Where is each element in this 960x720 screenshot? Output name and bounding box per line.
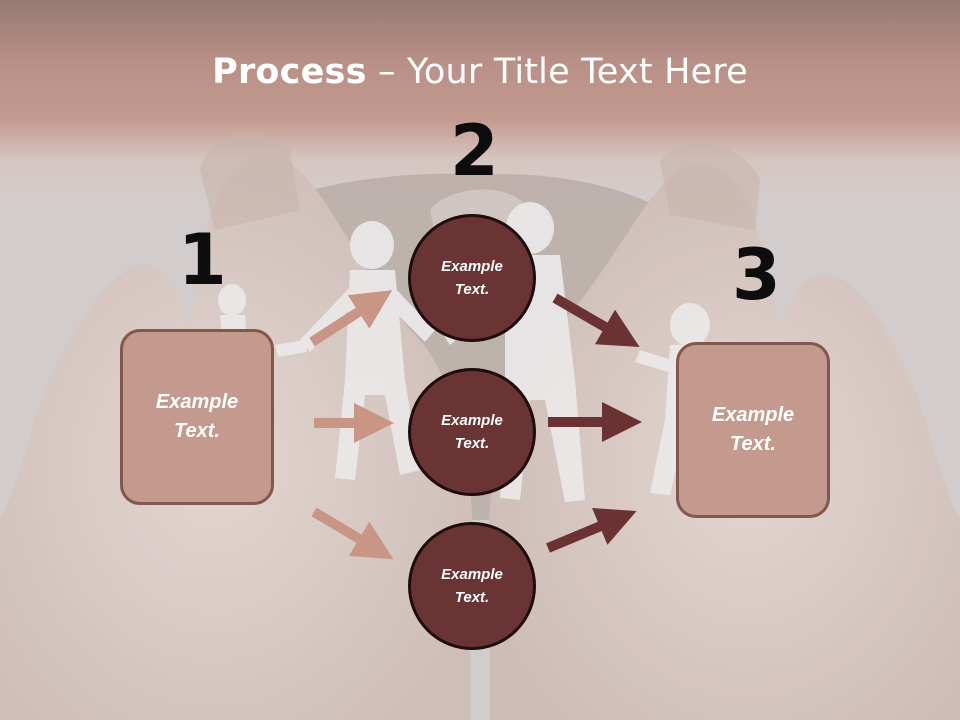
step-number-1: 1 — [178, 219, 227, 301]
circle-middle-text: Example Text. — [441, 412, 503, 452]
circle-bottom: Example Text. — [408, 522, 536, 650]
circle-top: Example Text. — [408, 214, 536, 342]
title-rest: – Your Title Text Here — [366, 52, 748, 92]
title-bold: Process — [212, 52, 367, 92]
circle-bottom-text: Example Text. — [441, 566, 503, 606]
arrow-bottom-to-right — [546, 508, 637, 553]
right-step-box-text: Example Text. — [711, 404, 795, 455]
arrow-left-to-bottom — [311, 507, 394, 560]
left-step-box-text: Example Text. — [155, 391, 239, 442]
circle-middle: Example Text. — [408, 368, 536, 496]
left-step-box: Example Text. — [120, 329, 274, 505]
step-number-2: 2 — [450, 110, 499, 192]
circle-top-text: Example Text. — [441, 258, 503, 298]
arrow-top-to-right — [552, 293, 640, 348]
slide-title: Process – Your Title Text Here — [0, 52, 960, 92]
arrow-left-to-top — [309, 290, 393, 347]
step-number-3: 3 — [732, 234, 781, 316]
right-step-box: Example Text. — [676, 342, 830, 518]
